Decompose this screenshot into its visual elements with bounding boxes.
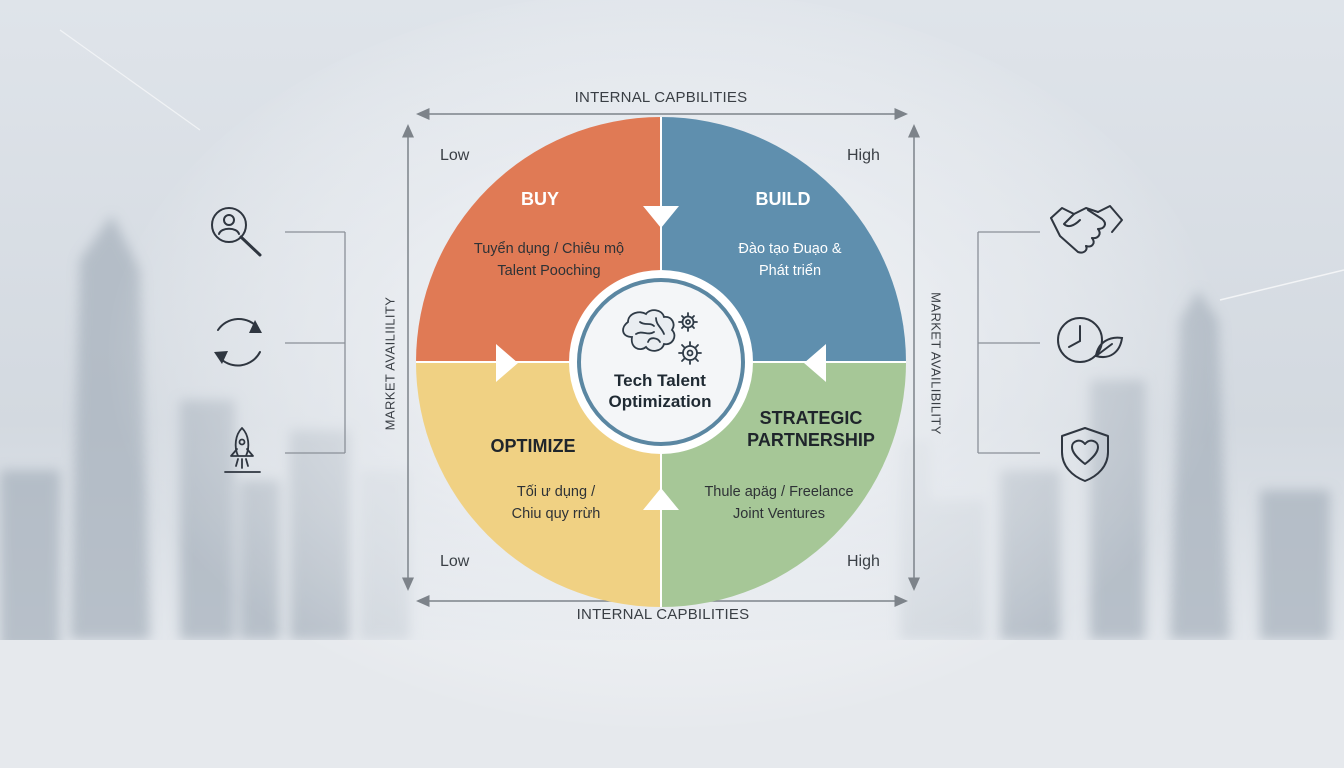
optimize-title: OPTIMIZE bbox=[490, 436, 576, 456]
optimize-line-2: Chiu quy rrừh bbox=[511, 506, 601, 522]
right-axis-label: MARKET AVAILIBILITY bbox=[928, 292, 944, 435]
partnership-title: STRATEGIC PARTNERSHIP bbox=[701, 407, 921, 451]
corner-top-left: Low bbox=[440, 147, 470, 164]
center-title-line-1: Tech Talent bbox=[614, 371, 706, 390]
left-bracket bbox=[285, 231, 346, 454]
optimize-line-1: Tối ư dụng / bbox=[516, 484, 596, 500]
build-title: BUILD bbox=[755, 189, 811, 209]
center-title-line-2: Optimization bbox=[608, 392, 712, 411]
partnership-line-1: Thule apäg / Freelance bbox=[704, 484, 854, 500]
corner-top-right: High bbox=[847, 147, 880, 164]
shield-heart-icon bbox=[1061, 427, 1109, 482]
build-description: Đào tạo Đuạo & Phát triển bbox=[670, 238, 910, 282]
left-axis-label: MARKET AVAILIILITY bbox=[382, 296, 398, 431]
partnership-title-line-1: STRATEGIC bbox=[759, 408, 863, 428]
build-line-1: Đào tạo Đuạo & bbox=[738, 241, 842, 257]
corner-bottom-left: Low bbox=[440, 553, 470, 570]
bottom-axis-label: INTERNAL CAPBILITIES bbox=[576, 606, 750, 623]
center-ring bbox=[577, 278, 745, 446]
partnership-title-line-2: PARTNERSHIP bbox=[747, 430, 875, 450]
person-search-icon bbox=[211, 207, 262, 257]
brain-gears-icon bbox=[622, 309, 702, 365]
right-bracket bbox=[977, 231, 1040, 454]
clock-leaf-icon bbox=[1057, 317, 1124, 363]
corner-bottom-right: High bbox=[847, 553, 880, 570]
pointer-bottom bbox=[643, 488, 679, 510]
top-axis-label: INTERNAL CAPBILITIES bbox=[574, 89, 748, 106]
buy-line-1: Tuyển dụng / Chiêu mộ bbox=[473, 241, 625, 257]
build-line-2: Phát triển bbox=[758, 263, 822, 279]
pointer-left bbox=[496, 344, 518, 382]
buy-line-2: Talent Pooching bbox=[497, 263, 601, 279]
pointer-top bbox=[643, 206, 679, 228]
refresh-cycle-icon bbox=[214, 317, 262, 367]
optimize-description: Tối ư dụng / Chiu quy rrừh bbox=[436, 481, 676, 525]
buy-description: Tuyển dụng / Chiêu mộ Talent Pooching bbox=[429, 238, 669, 282]
center-title: Tech Talent Optimization bbox=[583, 370, 737, 412]
partnership-line-2: Joint Ventures bbox=[733, 506, 825, 522]
handshake-icon bbox=[1050, 205, 1123, 254]
partnership-description: Thule apäg / Freelance Joint Ventures bbox=[659, 481, 899, 525]
pointer-right bbox=[804, 344, 826, 382]
rocket-icon bbox=[224, 427, 261, 473]
buy-title: BUY bbox=[520, 189, 559, 209]
